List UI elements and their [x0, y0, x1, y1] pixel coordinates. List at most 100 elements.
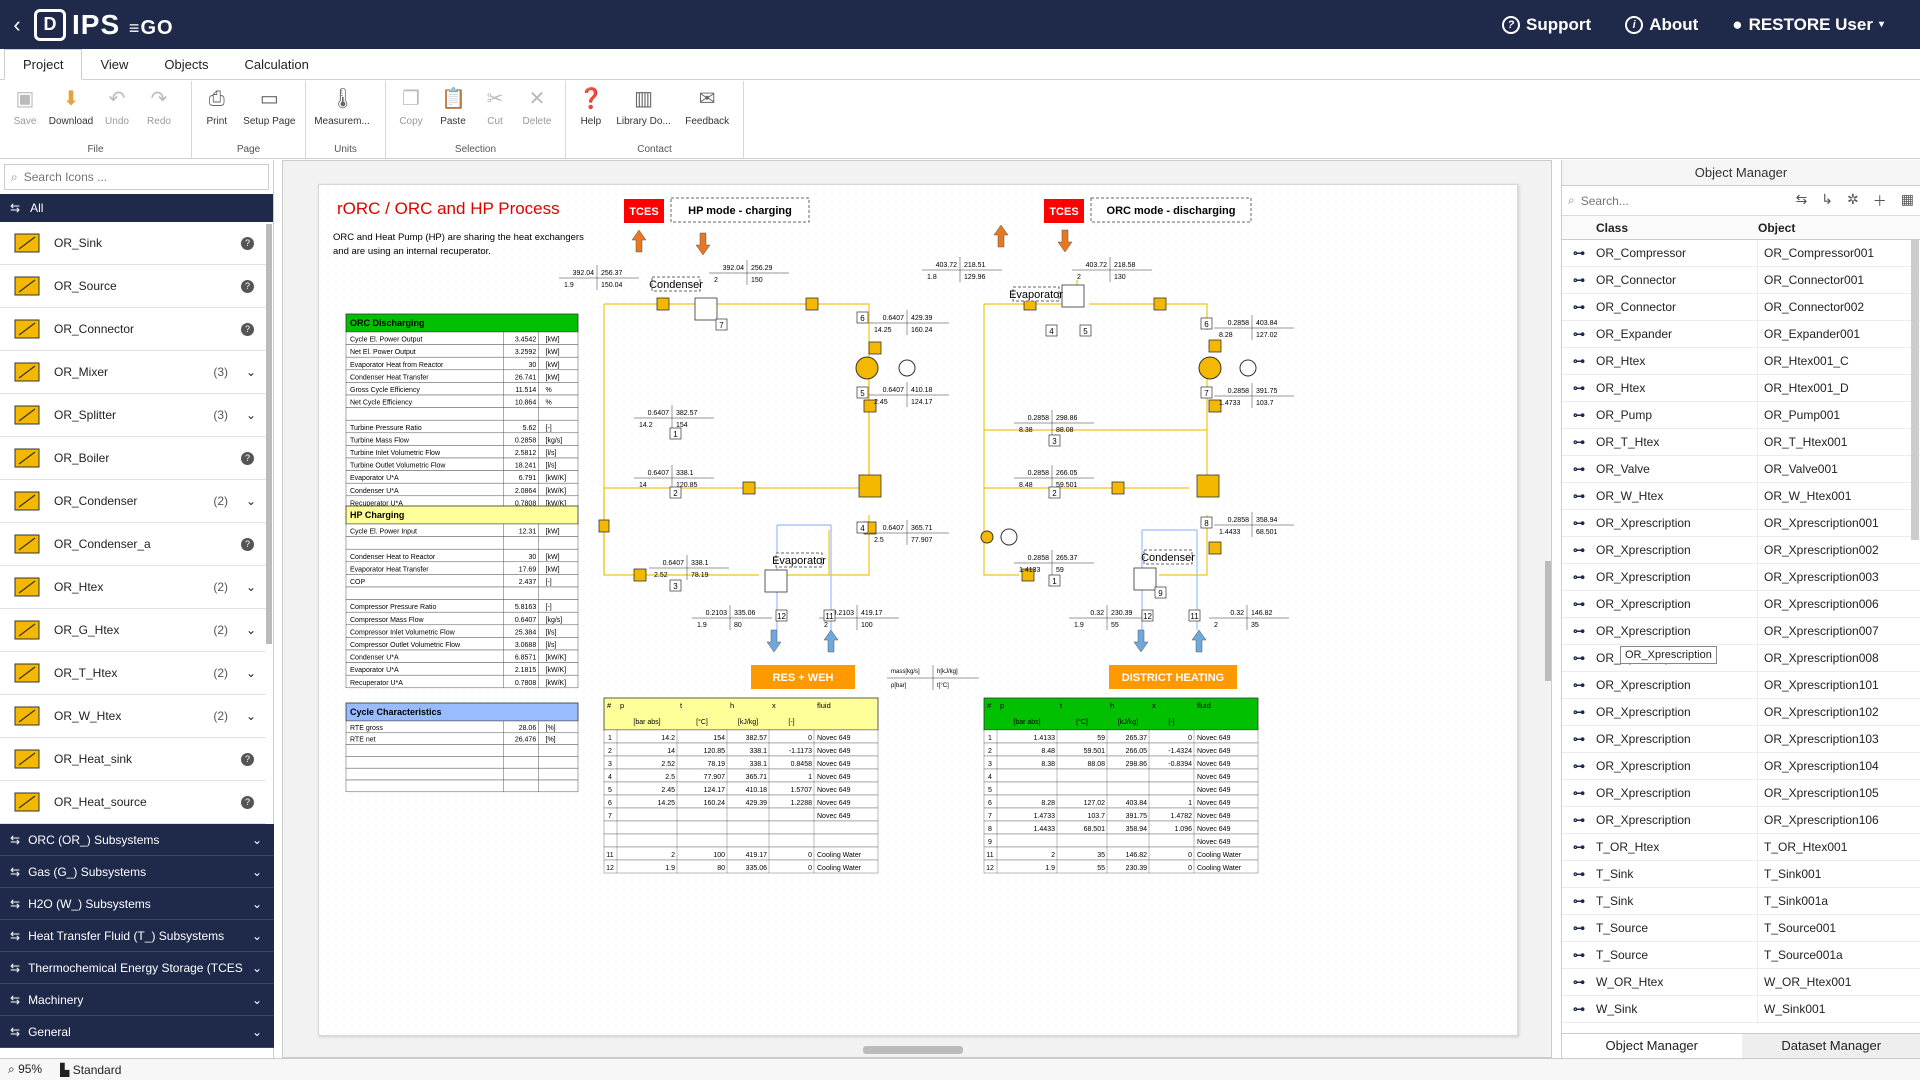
icon-item-or-mixer[interactable]: OR_Mixer(3)⌄ — [0, 351, 266, 394]
chevron-down-icon[interactable]: ⌄ — [245, 365, 256, 379]
measurement-button[interactable]: 🌡Measurem... — [314, 88, 370, 127]
category-row[interactable]: ⇆Heat Transfer Fluid (T_) Subsystems⌄ — [0, 920, 274, 952]
icon-item-or-connector[interactable]: OR_Connector? — [0, 308, 266, 351]
pipe[interactable] — [714, 303, 870, 335]
icon-item-or-condenser[interactable]: OR_Condenser(2)⌄ — [0, 480, 266, 523]
expander-icon[interactable] — [1198, 356, 1222, 380]
icon-item-or-htex[interactable]: OR_Htex(2)⌄ — [0, 566, 266, 609]
chevron-down-icon[interactable]: ⌄ — [245, 408, 256, 422]
category-row[interactable]: ⇆Machinery⌄ — [0, 984, 274, 1016]
zoom-indicator[interactable]: ⌕ 95% — [8, 1062, 43, 1076]
compressor-icon[interactable] — [855, 356, 879, 380]
download-button[interactable]: ⬇Download — [48, 88, 94, 127]
add-icon[interactable]: ＋ — [1872, 192, 1887, 209]
evaporator-hx-icon[interactable] — [1061, 284, 1085, 308]
object-search-input[interactable] — [1580, 193, 1731, 208]
diagram-canvas[interactable]: rORC / ORC and HP Process ORC and Heat P… — [282, 160, 1552, 1058]
print-button[interactable]: ⎙Print — [206, 88, 228, 127]
chevron-down-icon[interactable]: ⌄ — [245, 709, 256, 723]
icon-item-or-boiler[interactable]: OR_Boiler? — [0, 437, 266, 480]
pump-motor-icon[interactable] — [1000, 528, 1018, 546]
tab-object-manager[interactable]: Object Manager — [1605, 1038, 1699, 1053]
chevron-down-icon[interactable]: ⌄ — [245, 494, 256, 508]
route-icon[interactable]: ↳ — [1821, 190, 1834, 207]
condenser-hx-icon[interactable] — [694, 297, 718, 321]
category-row[interactable]: ⇆Thermochemical Energy Storage (TCES⌄ — [0, 952, 274, 984]
back-icon[interactable]: ‹ — [13, 11, 21, 37]
help-icon[interactable]: ? — [241, 322, 254, 336]
tab-view[interactable]: View — [100, 57, 129, 72]
paste-button[interactable]: 📋Paste — [440, 88, 466, 127]
help-icon[interactable]: ? — [241, 795, 254, 809]
valve-icon[interactable] — [1208, 541, 1222, 555]
category-row[interactable]: ⇆H2O (W_) Subsystems⌄ — [0, 888, 274, 920]
delete-button[interactable]: ✕Delete — [522, 88, 552, 127]
icon-item-or-condenser-a[interactable]: OR_Condenser_a? — [0, 523, 266, 566]
valve-icon[interactable] — [1111, 481, 1125, 495]
tab-project[interactable]: Project — [4, 49, 83, 80]
network-icon[interactable]: ✲ — [1847, 190, 1859, 207]
icon-item-or-heat-source[interactable]: OR_Heat_source? — [0, 781, 266, 824]
tab-dataset-manager[interactable]: Dataset Manager — [1741, 1034, 1920, 1058]
valve-icon[interactable] — [633, 568, 647, 582]
category-row[interactable]: ⇆General⌄ — [0, 1016, 274, 1048]
valve-icon[interactable] — [656, 297, 670, 311]
valve-icon[interactable] — [1208, 399, 1222, 413]
heat-exchanger-icon[interactable] — [1196, 474, 1220, 498]
motor-icon[interactable] — [898, 359, 916, 377]
help-icon[interactable]: ? — [241, 752, 254, 766]
category-all[interactable]: ⇆All — [0, 194, 273, 222]
pipe[interactable] — [1159, 515, 1208, 576]
category-row[interactable]: ⇆Gas (G_) Subsystems⌄ — [0, 856, 274, 888]
undo-button[interactable]: ↶Undo — [105, 88, 129, 127]
redo-button[interactable]: ↷Redo — [147, 88, 171, 127]
help-button[interactable]: ❓Help — [578, 88, 604, 127]
icon-item-or-g-htex[interactable]: OR_G_Htex(2)⌄ — [0, 609, 266, 652]
icon-item-or-t-htex[interactable]: OR_T_Htex(2)⌄ — [0, 652, 266, 695]
icon-search-input[interactable] — [23, 170, 244, 184]
valve-icon[interactable] — [1208, 339, 1222, 353]
heat-exchanger-icon[interactable] — [858, 474, 882, 498]
pipe[interactable] — [829, 515, 870, 576]
connector-icon[interactable] — [805, 297, 819, 311]
object-scrollbar[interactable] — [1911, 240, 1919, 540]
generator-icon[interactable] — [1239, 359, 1257, 377]
pipe[interactable] — [983, 304, 1019, 576]
valve-icon[interactable] — [863, 399, 877, 413]
cut-button[interactable]: ✂Cut — [474, 83, 516, 127]
category-row[interactable]: ⇆ORC (OR_) Subsystems⌄ — [0, 824, 274, 856]
help-icon[interactable]: ? — [241, 279, 254, 293]
valve-icon[interactable] — [1021, 568, 1035, 582]
evaporator-hx-icon[interactable] — [764, 569, 788, 593]
icon-item-or-source[interactable]: OR_Source? — [0, 265, 266, 308]
condenser-hx-icon[interactable] — [1133, 567, 1157, 591]
grid-icon[interactable]: ▦ — [1900, 190, 1914, 207]
icon-item-or-heat-sink[interactable]: OR_Heat_sink? — [0, 738, 266, 781]
icon-item-or-w-htex[interactable]: OR_W_Htex(2)⌄ — [0, 695, 266, 738]
